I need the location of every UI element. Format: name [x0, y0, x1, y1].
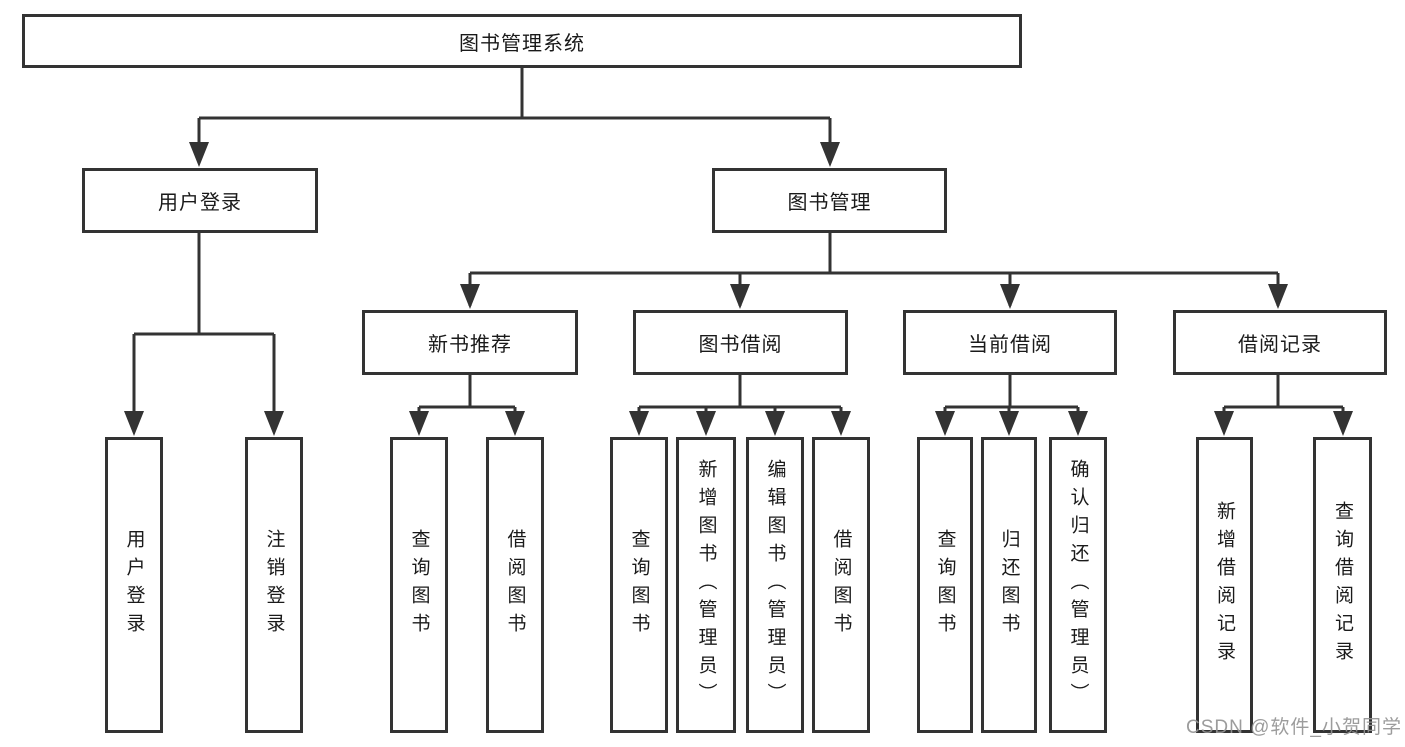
- node-label: 当前借阅: [968, 334, 1052, 356]
- leaf-add-borrow-record: 新增借阅记录: [1196, 437, 1253, 733]
- node-label: 用户登录: [158, 192, 242, 214]
- node-new-book-recommend: 新书推荐: [362, 310, 578, 375]
- leaf-label: 查询借阅记录: [1332, 501, 1353, 669]
- node-label: 图书借阅: [698, 334, 783, 356]
- leaf-borrow-books-recommend: 借阅图书: [486, 437, 544, 733]
- csdn-watermark: CSDN @软件_小贺同学: [1186, 717, 1402, 738]
- leaf-label: 查询图书: [628, 529, 650, 641]
- leaf-borrow-books: 借阅图书: [812, 437, 870, 733]
- leaf-query-books-borrow: 查询图书: [610, 437, 668, 733]
- leaf-edit-books-admin: 编辑图书（管理员）: [746, 437, 804, 733]
- node-label: 借阅记录: [1238, 334, 1322, 356]
- leaf-query-books-current: 查询图书: [917, 437, 973, 733]
- leaf-label: 新增借阅记录: [1214, 501, 1235, 669]
- leaf-query-books-recommend: 查询图书: [390, 437, 448, 733]
- tree-edges: [199, 68, 830, 120]
- node-label: 图书管理: [787, 192, 872, 214]
- leaf-logout: 注销登录: [245, 437, 303, 733]
- leaf-label: 用户登录: [123, 529, 145, 641]
- leaf-label: 编辑图书（管理员）: [764, 459, 786, 711]
- leaf-return-books: 归还图书: [981, 437, 1037, 733]
- leaf-user-login: 用户登录: [105, 437, 163, 733]
- node-current-borrowing: 当前借阅: [903, 310, 1117, 375]
- node-library-management-system: 图书管理系统: [22, 14, 1022, 68]
- leaf-label: 查询图书: [408, 529, 430, 641]
- node-user-login: 用户登录: [82, 168, 318, 233]
- leaf-label: 确认归还（管理员）: [1067, 459, 1089, 711]
- node-book-management: 图书管理: [712, 168, 947, 233]
- leaf-label: 借阅图书: [830, 529, 852, 641]
- node-label: 图书管理系统: [459, 32, 585, 55]
- node-borrowing-records: 借阅记录: [1173, 310, 1387, 375]
- tree-edges-main: [132, 118, 1345, 430]
- node-label: 新书推荐: [428, 334, 512, 356]
- leaf-confirm-return-admin: 确认归还（管理员）: [1049, 437, 1107, 733]
- arrowheads: [124, 142, 1353, 436]
- leaf-label: 归还图书: [998, 529, 1020, 641]
- leaf-label: 查询图书: [934, 529, 956, 641]
- leaf-label: 注销登录: [263, 529, 285, 641]
- leaf-add-books-admin: 新增图书（管理员）: [676, 437, 736, 733]
- leaf-query-borrow-record: 查询借阅记录: [1313, 437, 1372, 733]
- leaf-label: 新增图书（管理员）: [695, 459, 717, 711]
- leaf-label: 借阅图书: [504, 529, 526, 641]
- node-book-borrowing: 图书借阅: [633, 310, 848, 375]
